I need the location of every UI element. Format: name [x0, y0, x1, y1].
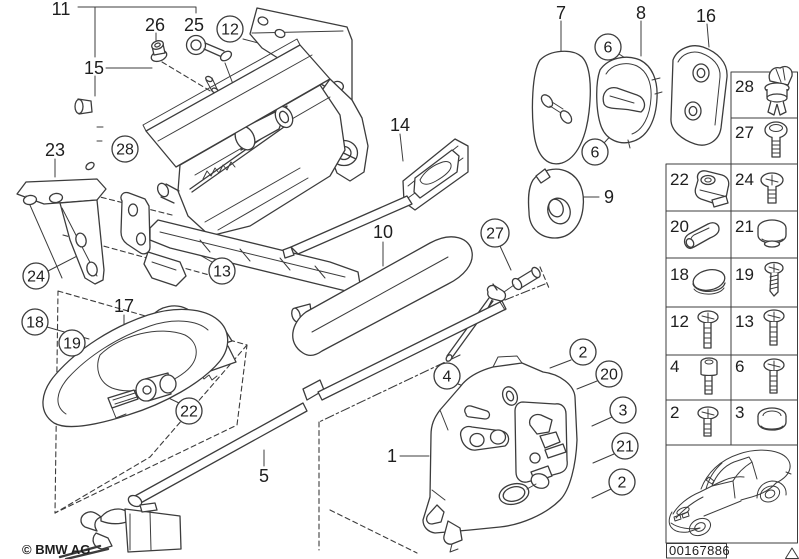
svg-text:27: 27 — [486, 226, 504, 243]
svg-text:28: 28 — [116, 142, 134, 159]
center-axis-lines — [318, 283, 546, 423]
svg-text:3: 3 — [619, 403, 628, 420]
callout-label-15[interactable]: 15 — [84, 58, 104, 78]
svg-text:20: 20 — [600, 367, 618, 384]
svg-text:18: 18 — [26, 315, 44, 332]
legend-num-24[interactable]: 24 — [735, 170, 754, 189]
legend-num-22[interactable]: 22 — [670, 170, 689, 189]
svg-text:4: 4 — [443, 369, 452, 386]
part-25-eyelet-drawing — [185, 34, 233, 94]
legend-num-6[interactable]: 6 — [735, 357, 744, 376]
callout-circle-4[interactable]: 4 — [433, 362, 461, 390]
part-7-lock-cover-drawing — [531, 50, 591, 165]
legend-num-19[interactable]: 19 — [735, 265, 754, 284]
part-1-lock-assembly-drawing — [422, 355, 578, 553]
svg-text:12: 12 — [221, 22, 239, 39]
callout-circle-28[interactable]: 28 — [111, 135, 139, 163]
leader-lines — [46, 6, 710, 499]
part-5-rod-drawing — [127, 300, 507, 508]
copyright-text: © BMW AG — [22, 542, 90, 557]
callout-circle-12[interactable]: 12 — [216, 15, 244, 43]
svg-text:21: 21 — [616, 439, 634, 456]
pan-head-screw-icon-24 — [760, 172, 784, 204]
svg-text:2: 2 — [618, 475, 627, 492]
pan-head-screw-icon-13 — [763, 309, 785, 346]
legend-num-21[interactable]: 21 — [735, 217, 754, 236]
callout-circle-22[interactable]: 22 — [175, 397, 203, 425]
callout-label-14[interactable]: 14 — [390, 115, 410, 135]
grommet-plug-icon-21 — [757, 219, 787, 248]
oval-head-screw-icon — [764, 121, 788, 158]
part-23-bracket-drawing — [16, 178, 107, 285]
legend-panel: 28 27 22 24 20 21 18 19 12 13 4 6 2 3 — [665, 65, 799, 559]
part-16-striker-pad-drawing — [670, 45, 728, 146]
legend-num-18[interactable]: 18 — [670, 265, 689, 284]
svg-text:6: 6 — [604, 40, 613, 57]
callout-label-8[interactable]: 8 — [636, 3, 646, 23]
svg-text:13: 13 — [213, 264, 231, 281]
corner-triangle-icon — [785, 547, 799, 559]
plain-callout-labels: 11 26 25 15 23 14 7 8 16 9 10 17 5 1 — [45, 0, 716, 486]
callout-label-25[interactable]: 25 — [184, 15, 204, 35]
sealing-plug-icon — [757, 407, 787, 431]
legend-num-12[interactable]: 12 — [670, 312, 689, 331]
callout-circle-2-lower[interactable]: 2 — [608, 468, 636, 496]
part-26-bushing-drawing — [150, 40, 168, 63]
pan-head-screw-icon-6 — [763, 358, 785, 394]
callout-label-16[interactable]: 16 — [696, 6, 716, 26]
rod-end-fitting-drawing — [58, 502, 182, 559]
part-10-handle-shell-drawing — [291, 236, 473, 357]
callout-circle-3[interactable]: 3 — [609, 396, 637, 424]
callout-label-7[interactable]: 7 — [556, 3, 566, 23]
expanding-rivet-icon — [764, 65, 793, 116]
part-15-pipe-drawing — [74, 98, 106, 171]
legend-num-13[interactable]: 13 — [735, 312, 754, 331]
callout-label-23[interactable]: 23 — [45, 140, 65, 160]
callout-label-9[interactable]: 9 — [604, 187, 614, 207]
callout-circle-19[interactable]: 19 — [58, 329, 86, 357]
svg-text:6: 6 — [591, 145, 600, 162]
cable-clamp-icon — [694, 170, 730, 208]
bmw-coupe-line-drawing — [668, 449, 792, 537]
callout-circle-20[interactable]: 20 — [595, 360, 623, 388]
part-8-striker-drawing — [596, 56, 663, 149]
callout-circle-2-upper[interactable]: 2 — [569, 338, 597, 366]
callout-circle-6-upper[interactable]: 6 — [594, 33, 622, 61]
circled-callouts: 12 28 24 13 18 19 22 27 — [21, 15, 639, 496]
svg-text:22: 22 — [180, 404, 198, 421]
legend-num-27[interactable]: 27 — [735, 123, 754, 142]
part-number: 00167886 — [669, 543, 730, 558]
callout-label-11[interactable]: 11 — [52, 0, 71, 19]
callout-circle-24[interactable]: 24 — [22, 262, 50, 290]
callout-label-17[interactable]: 17 — [114, 296, 134, 316]
part-17-interior-handle-drawing — [42, 305, 237, 428]
bow-clip-icon — [683, 222, 720, 250]
cheese-head-screw-icon — [700, 357, 718, 395]
legend-num-3[interactable]: 3 — [735, 403, 744, 422]
legend-num-20[interactable]: 20 — [670, 217, 689, 236]
pan-head-screw-icon-2 — [697, 406, 719, 437]
callout-label-10[interactable]: 10 — [373, 222, 393, 242]
svg-text:24: 24 — [27, 269, 45, 286]
svg-text:19: 19 — [63, 336, 81, 353]
cap-plug-icon — [692, 269, 726, 295]
svg-text:2: 2 — [579, 345, 588, 362]
callout-circle-6-lower[interactable]: 6 — [581, 138, 609, 166]
callout-circle-27[interactable]: 27 — [480, 218, 510, 248]
part-14-baseplate-drawing — [282, 138, 469, 259]
callout-circle-18[interactable]: 18 — [21, 308, 49, 336]
callout-label-1[interactable]: 1 — [387, 446, 397, 466]
callout-circle-13[interactable]: 13 — [208, 257, 236, 285]
carrier-assembly-drawing — [120, 38, 369, 293]
callout-label-26[interactable]: 26 — [145, 15, 165, 35]
tapping-screw-icon — [764, 261, 784, 297]
pan-head-screw-icon-12 — [697, 310, 719, 349]
legend-num-2[interactable]: 2 — [670, 403, 679, 422]
legend-num-4[interactable]: 4 — [670, 357, 679, 376]
callout-label-5[interactable]: 5 — [259, 466, 269, 486]
legend-num-28[interactable]: 28 — [735, 77, 754, 96]
part-9-cylinder-cap-drawing — [527, 168, 585, 239]
part-number-box — [666, 543, 727, 559]
callout-circle-21[interactable]: 21 — [611, 432, 639, 460]
